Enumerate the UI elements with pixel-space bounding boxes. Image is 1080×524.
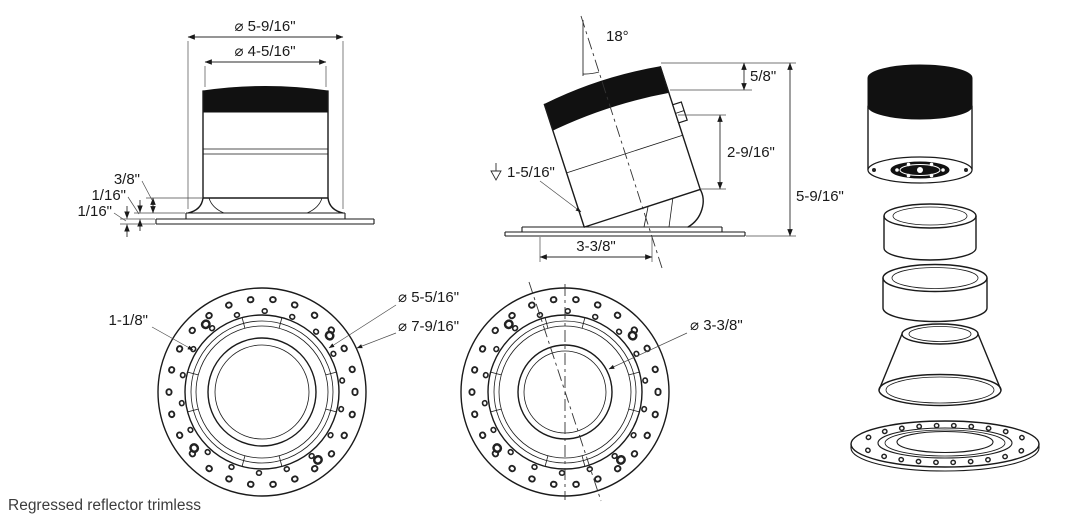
dim-height-label: 5-9/16" bbox=[796, 188, 844, 205]
dim-regress-label: 1-5/16" bbox=[507, 164, 555, 181]
dim-flange-width-label: 1-1/8" bbox=[108, 312, 148, 329]
dim-plan-inner-dia-label: ⌀ 5-5/16" bbox=[398, 289, 459, 306]
tilted-view: 18° 5/8" 2-9/16" 5-9/16" 1-5/16" 3-3/8" bbox=[490, 15, 844, 269]
ceiling-plate bbox=[155, 218, 375, 225]
ceiling-plate bbox=[504, 231, 746, 237]
spacer-ring-upper bbox=[883, 203, 977, 261]
black-band bbox=[867, 64, 973, 120]
housing-can bbox=[867, 64, 973, 184]
dim-body-label: 2-9/16" bbox=[727, 144, 775, 161]
dim-outer-diameter-label: ⌀ 5-9/16" bbox=[234, 18, 295, 35]
adjustment-detail bbox=[671, 101, 688, 124]
dim-gap-upper-label: 1/16" bbox=[91, 187, 126, 204]
reflector-cone bbox=[878, 323, 1002, 407]
trimless-flange bbox=[158, 288, 366, 496]
dim-angle-label: 18° bbox=[606, 28, 629, 45]
black-band bbox=[202, 86, 329, 113]
plan-view-center: ⌀ 3-3/8" bbox=[461, 281, 743, 502]
dim-inner-diameter-label: ⌀ 4-5/16" bbox=[234, 43, 295, 60]
tilt-axis-centerline bbox=[580, 15, 663, 269]
side-view: ⌀ 5-9/16" ⌀ 4-5/16" 3/8" 1/16" 1/16" bbox=[77, 18, 375, 237]
flange-plate bbox=[850, 420, 1040, 472]
dim-aperture-dia-label: ⌀ 3-3/8" bbox=[690, 317, 743, 334]
dim-lip-label: 3/8" bbox=[114, 171, 140, 188]
plan-view-left: 1-1/8" ⌀ 5-5/16" ⌀ 7-9/16" bbox=[108, 288, 459, 496]
spacer-ring-lower bbox=[882, 263, 988, 323]
dim-band-label: 5/8" bbox=[750, 68, 776, 85]
exploded-view bbox=[850, 64, 1040, 472]
dim-gap-lower-label: 1/16" bbox=[77, 203, 112, 220]
depth-symbol-icon bbox=[490, 163, 502, 181]
caption: Regressed reflector trimless bbox=[8, 497, 201, 514]
dim-plan-outer-dia-label: ⌀ 7-9/16" bbox=[398, 318, 459, 335]
dim-aperture-label: 3-3/8" bbox=[576, 238, 616, 255]
tilted-centerline bbox=[528, 281, 602, 502]
tilted-cylinder bbox=[543, 65, 701, 228]
